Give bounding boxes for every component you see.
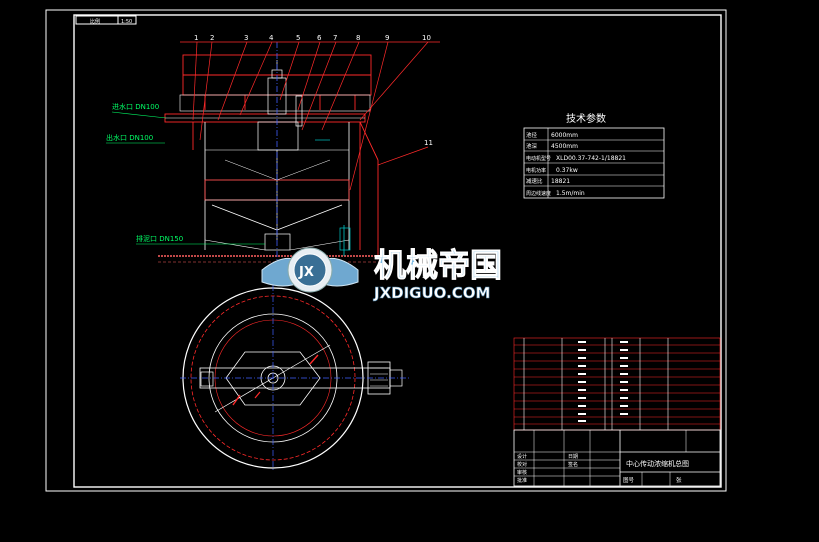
param-name-4: 减速比 [526, 177, 543, 185]
pipe-labels: 进水口 DN100 出水口 DN100 排泥口 DN150 [106, 102, 265, 245]
part-2: 2 [210, 34, 214, 42]
sign-row-0: 设计 [517, 453, 527, 460]
param-name-5: 周边线速度 [526, 190, 551, 197]
sign-row-1: 校对 [517, 461, 527, 468]
part-5: 5 [296, 34, 300, 42]
parts-list [513, 337, 721, 431]
part-4: 4 [269, 34, 274, 42]
part-1: 1 [194, 34, 198, 42]
part-7: 7 [333, 34, 337, 42]
num-label: 张 [676, 476, 682, 484]
watermark-emblem: JX [298, 265, 314, 280]
part-3: 3 [244, 34, 248, 42]
watermark-brand-en: JXDIGUO.COM [373, 284, 490, 302]
param-value-2: XLD00.37-742-1/18821 [556, 155, 626, 162]
param-value-1: 4500mm [551, 143, 578, 150]
sign-col-0: 日期 [568, 454, 578, 460]
param-name-3: 电机功率 [526, 167, 546, 174]
drain-label: 排泥口 DN150 [136, 234, 183, 243]
tech-params: 技术参数 池径 6000mm 池深 4500mm 电动机型号 XLD00.37-… [523, 112, 665, 199]
title-block [513, 429, 721, 487]
sign-row-2: 审核 [517, 469, 527, 476]
elevation-view [158, 54, 380, 263]
inlet-label: 进水口 DN100 [112, 102, 159, 111]
part-number-labels: 1 2 3 4 5 6 7 8 9 10 11 [194, 34, 433, 147]
outer-border [45, 9, 727, 492]
part-9: 9 [385, 34, 389, 42]
param-name-2: 电动机型号 [526, 155, 551, 162]
part-8: 8 [356, 34, 360, 42]
tech-params-title: 技术参数 [566, 112, 606, 125]
sign-row-3: 批准 [517, 477, 527, 484]
corner-tab-left: 比例 [90, 18, 100, 25]
inner-border [73, 14, 722, 488]
sheet-label: 图号 [623, 476, 635, 484]
param-value-4: 18821 [551, 178, 570, 185]
drawing-title: 中心传动浓缩机总图 [626, 459, 689, 468]
watermark-brand-cn: 机械帝国 [374, 246, 502, 284]
param-value-0: 6000mm [551, 132, 578, 139]
part-11: 11 [424, 139, 433, 147]
corner-tab-right: 1:50 [121, 19, 132, 25]
param-value-5: 1.5m/min [556, 190, 585, 197]
param-value-3: 0.37kw [556, 167, 578, 174]
part-10: 10 [422, 34, 431, 42]
part-6: 6 [317, 34, 322, 42]
leader-lines [180, 41, 440, 191]
parts-list-ticks [578, 341, 628, 422]
param-name-0: 池径 [526, 131, 538, 139]
param-name-1: 池深 [526, 142, 538, 150]
outlet-label: 出水口 DN100 [106, 133, 153, 142]
corner-tab [75, 15, 137, 25]
sign-col-1: 签名 [568, 461, 578, 468]
watermark: JX 机械帝国 JXDIGUO.COM [261, 246, 503, 302]
